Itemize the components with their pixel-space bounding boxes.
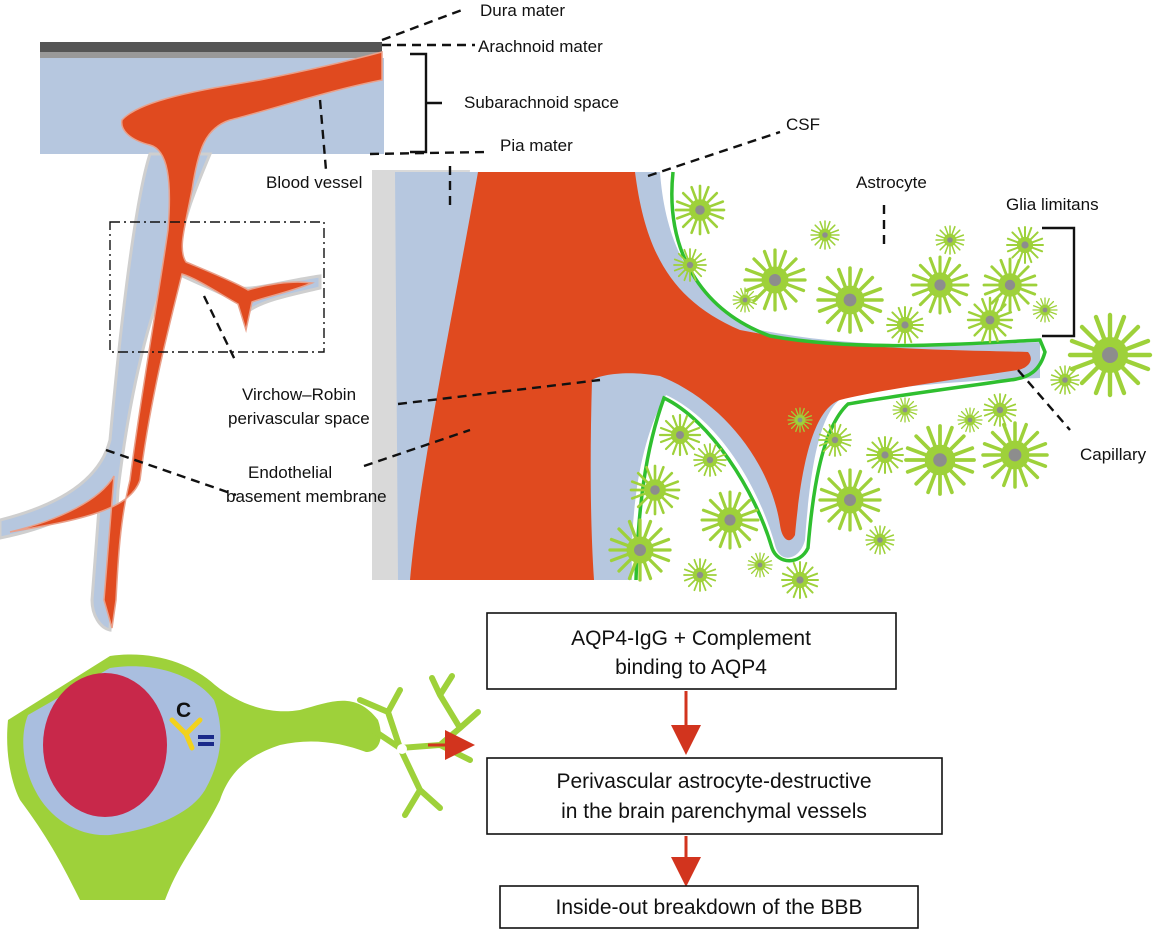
blood-vessel-zoom: [410, 172, 1031, 580]
label-arachnoid-mater: Arachnoid mater: [478, 37, 603, 56]
subarachnoid-brace: [410, 52, 442, 154]
label-glia-limitans: Glia limitans: [1006, 195, 1099, 214]
label-blood-vessel: Blood vessel: [266, 173, 362, 192]
label-dura-mater: Dura mater: [480, 1, 565, 20]
astrocyte-endfoot-closeup: C: [7, 654, 481, 900]
flow-step-2-line1: Perivascular astrocyte-destructive: [556, 770, 871, 793]
process-soma-highlight: [397, 744, 407, 754]
zoomed-perivascular-detail: [372, 170, 1150, 599]
label-virchow-robin-1: Virchow–Robin: [242, 385, 356, 404]
flow-step-3-text: Inside-out breakdown of the BBB: [555, 896, 862, 919]
flow-step-3-box: [499, 885, 919, 929]
flow-step-2-box: [486, 757, 943, 835]
flow-step-1-line1: AQP4-IgG + Complement: [571, 627, 811, 650]
complement-label: C: [176, 699, 191, 722]
zoom-region-box: [109, 221, 325, 353]
label-subarachnoid-space: Subarachnoid space: [464, 93, 619, 112]
flow-step-1-box: [486, 612, 897, 690]
label-capillary: Capillary: [1080, 445, 1147, 464]
label-endothelial-2: basement membrane: [226, 487, 387, 506]
labels: Dura mater Arachnoid mater Subarachnoid …: [226, 1, 1147, 506]
label-csf: CSF: [786, 115, 820, 134]
leader-lines: [105, 8, 1071, 497]
blood-vessel-overview: [9, 51, 383, 629]
flow-step-2-line2: in the brain parenchymal vessels: [561, 800, 867, 823]
pathogenesis-flowchart: AQP4-IgG + Complement binding to AQP4 Pe…: [428, 612, 943, 929]
arachnoid-mater-layer: [40, 52, 382, 58]
label-virchow-robin-2: perivascular space: [228, 409, 370, 428]
label-pia-mater: Pia mater: [500, 136, 573, 155]
flow-step-1-line2: binding to AQP4: [615, 656, 767, 679]
dura-mater-layer: [40, 42, 382, 52]
meninges-overview: [0, 42, 442, 632]
aqp4-igg-antibody-icon: [169, 717, 214, 751]
glia-limitans-line: [634, 171, 1047, 581]
label-astrocyte: Astrocyte: [856, 173, 927, 192]
glia-limitans-brace: [1042, 226, 1076, 338]
cell-nucleus: [43, 673, 167, 817]
label-endothelial-1: Endothelial: [248, 463, 332, 482]
